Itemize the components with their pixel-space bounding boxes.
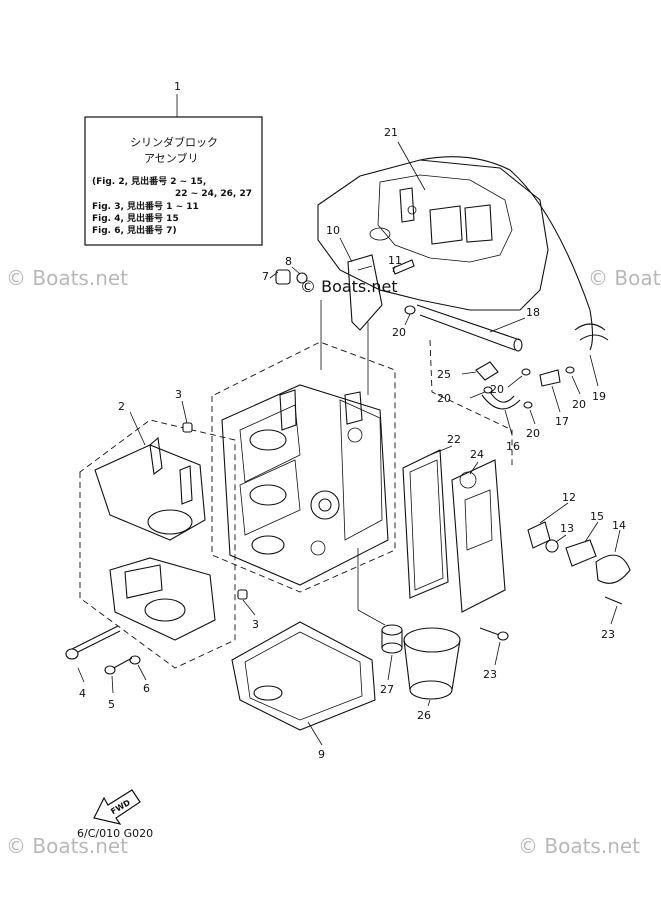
guide-lines [320, 300, 386, 626]
callout-21: 21 [384, 126, 398, 139]
callout-6: 6 [143, 682, 150, 695]
callout-26: 26 [417, 709, 431, 722]
callout-23-bottom: 23 [483, 668, 497, 681]
callout-25: 25 [437, 368, 451, 381]
watermark-bottom-right: © Boats.net [518, 834, 640, 858]
callout-10: 10 [326, 224, 340, 237]
callout-8: 8 [285, 255, 292, 268]
watermark-right: © Boat [588, 266, 661, 290]
oil-pan-gasket: 9 [231, 621, 376, 761]
legend-ref-0: (Fig. 2, 見出番号 2 ~ 15, [92, 175, 206, 187]
callout-15: 15 [590, 510, 604, 523]
dowel-pins: 3 3 [175, 388, 259, 631]
callout-20-c: 20 [490, 383, 504, 396]
legend-box: 1 シリンダブロック アセンブリ (Fig. 2, 見出番号 2 ~ 15, 2… [84, 80, 263, 246]
callout-4: 4 [79, 687, 86, 700]
callout-13: 13 [560, 522, 574, 535]
callout-17: 17 [555, 415, 569, 428]
legend-ref-2: Fig. 3, 見出番号 1 ~ 11 [92, 200, 199, 212]
callout-19: 19 [592, 390, 606, 403]
callout-14: 14 [612, 519, 626, 532]
legend-title-line1: シリンダブロック [130, 135, 218, 149]
watermark-bottom-left: © Boats.net [6, 834, 128, 858]
legend-title-line2: アセンブリ [144, 151, 198, 165]
diagram-code: 6/C/010 G020 [77, 827, 153, 840]
exhaust-cover: 22 24 [402, 433, 506, 613]
watermarks: © Boats.net © Boat © Boats.net © Boats.n… [6, 266, 661, 858]
callout-16: 16 [506, 440, 520, 453]
legend-ref-3: Fig. 4, 見出番号 15 [92, 212, 179, 224]
callout-20-b: 20 [437, 392, 451, 405]
callout-3-top: 3 [175, 388, 182, 401]
thermostat-parts: 12 13 15 14 23 23 [479, 491, 631, 681]
callout-20-d: 20 [572, 398, 586, 411]
callout-20-e: 20 [526, 427, 540, 440]
hose-bracket: 10 11 20 [326, 224, 416, 339]
callout-3-bottom: 3 [252, 618, 259, 631]
callout-12: 12 [562, 491, 576, 504]
watermark-left: © Boats.net [6, 266, 128, 290]
watermark-center: © Boats.net [300, 277, 398, 296]
callout-9: 9 [318, 748, 325, 761]
water-hoses: 18 19 25 16 17 20 20 20 20 [416, 304, 609, 453]
crankcase-bolts: 4 5 6 [65, 625, 150, 711]
callout-7: 7 [262, 270, 269, 283]
callout-23-right: 23 [601, 628, 615, 641]
legend-ref-1: 22 ~ 24, 26, 27 [175, 189, 252, 199]
callout-5: 5 [108, 698, 115, 711]
callout-22: 22 [447, 433, 461, 446]
drain-plug: 7 8 [262, 255, 308, 285]
legend-ref-4: Fig. 6, 見出番号 7) [92, 224, 177, 236]
fwd-arrow: FWD [93, 789, 141, 825]
callout-2: 2 [118, 400, 125, 413]
callout-18: 18 [526, 306, 540, 319]
crankcase-group: 2 [79, 400, 236, 669]
callout-1: 1 [174, 80, 181, 93]
callout-20-a: 20 [392, 326, 406, 339]
callout-24: 24 [470, 448, 484, 461]
cylinder-block-group [211, 341, 396, 593]
callout-11: 11 [388, 254, 402, 267]
oil-filter: 27 26 [380, 624, 461, 722]
callout-27: 27 [380, 683, 394, 696]
engine-top-assembly: 21 [317, 126, 594, 351]
